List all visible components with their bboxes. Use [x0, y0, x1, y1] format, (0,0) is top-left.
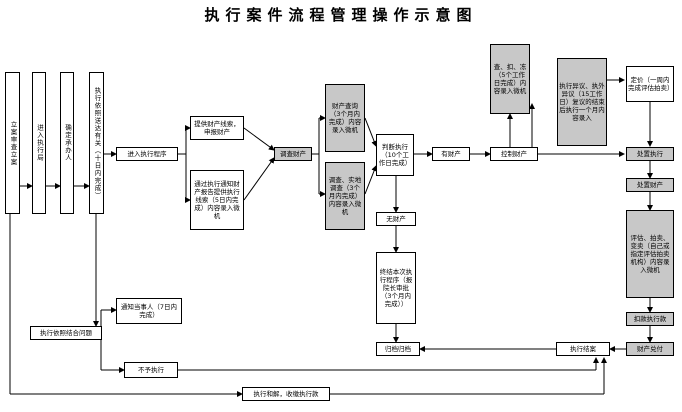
property-clues-box: 提供财产线索，申报财产: [190, 116, 244, 140]
objection-box: 执行异议、执外异议（15工作日）复议的结束后执行一个月内容录入: [557, 58, 607, 146]
execution-issue-box: 执行依照结合问题: [30, 326, 102, 340]
enter-procedure-box: 进入执行程序: [116, 147, 178, 161]
auction-box: 评估、拍卖、变卖（自己或指定评估拍卖机构）内容录入微机: [626, 210, 674, 298]
page-title: 执行案件流程管理操作示意图: [204, 6, 478, 24]
terminate-box: 终结本次执行程序（报院长审批（3个月内完成））: [376, 252, 416, 324]
dispose-property-box: 处置财产: [626, 178, 674, 192]
serve-notice-box: 执行依照送达有关（十日内完成）: [89, 72, 104, 214]
notify-parties-box: 通知当事人（7日内完成）: [116, 298, 182, 324]
property-payout-box: 财产兑付: [626, 342, 674, 356]
control-property-box: 控制财产: [490, 147, 538, 161]
archive-box: 归档归档: [376, 342, 420, 356]
dispose-execution-box: 处置执行: [626, 147, 674, 161]
no-execution-box: 不予执行: [124, 362, 178, 378]
property-query-box: 财产查询（3个月内完成）内容录入微机: [325, 84, 365, 152]
no-property-box: 无财产: [376, 212, 416, 226]
investigate-property-box: 调查财产: [274, 147, 312, 161]
assign-handler-box: 确定承办人: [60, 72, 74, 214]
seize-freeze-box: 查、扣、冻（5个工作日完成）内容录入微机: [490, 44, 530, 114]
case-closed-box: 执行结案: [556, 342, 610, 356]
deduct-payment-box: 扣款执行款: [626, 312, 674, 326]
settlement-box: 执行和解，收缴执行款: [242, 387, 330, 401]
has-property-box: 有财产: [432, 147, 470, 161]
judgment-box: 判断执行（10个工作日完成）: [376, 134, 414, 176]
field-investigation-box: 调查、实地调查（3个月内完成）内容录入微机: [325, 162, 365, 230]
filing-review-box: 立案审查立案: [5, 72, 20, 214]
notice-report-box: 通过执行通知财产报告提供执行线索（5日内完成）内容录入微机: [190, 170, 244, 230]
enter-bureau-box: 进入执行局: [32, 72, 46, 214]
valuation-box: 定价（一周内完成评估拍卖）: [626, 66, 674, 102]
